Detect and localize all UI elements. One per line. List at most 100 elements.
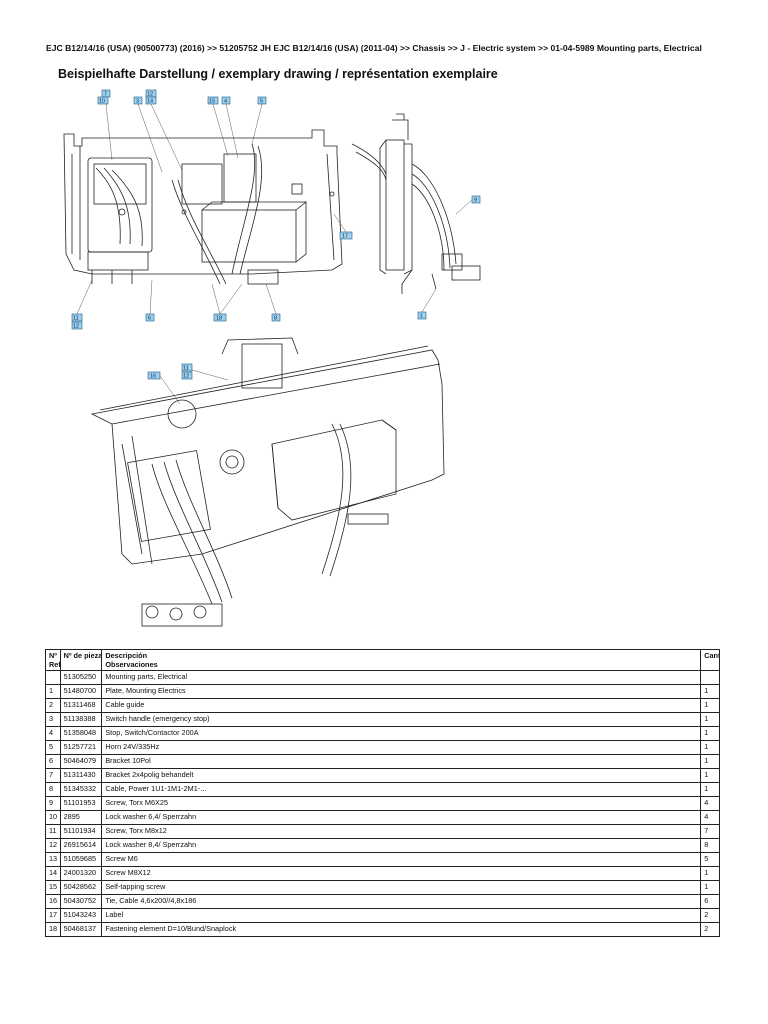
- cell-desc: Screw, Torx M8x12: [101, 824, 702, 839]
- cell-part: 51480700: [59, 684, 103, 699]
- cell-part: 51257721: [59, 740, 103, 755]
- svg-text:1: 1: [420, 314, 423, 320]
- table-header-row: NºRef. Nº de pieza DescripciónObservacio…: [45, 649, 720, 671]
- side-view: [351, 113, 481, 294]
- cell-part: 26915614: [59, 838, 103, 853]
- cell-desc: Horn 24V/335Hz: [101, 740, 702, 755]
- cell-qty: 1: [700, 740, 720, 755]
- cell-ref: 6: [45, 754, 61, 769]
- cell-part: 24001320: [59, 866, 103, 881]
- callout-12-front: 12: [71, 321, 83, 330]
- cell-qty: 6: [700, 894, 720, 909]
- svg-text:6: 6: [148, 316, 151, 322]
- cell-qty: 5: [700, 852, 720, 867]
- svg-text:17: 17: [342, 234, 348, 240]
- cell-desc: Screw M6: [101, 852, 702, 867]
- callout-11-front: 11: [71, 313, 83, 322]
- cell-qty: 7: [700, 824, 720, 839]
- callout-3: 3: [133, 96, 143, 105]
- cell-desc: Lock washer 6,4/ Sperrzahn: [101, 810, 702, 825]
- cell-qty: 1: [700, 698, 720, 713]
- svg-text:18: 18: [216, 316, 222, 322]
- cell-desc: Bracket 10Pol: [101, 754, 702, 769]
- callout-16: 16: [147, 371, 161, 380]
- drawing-svg: 7 10 3 12 14 15 4 5 9 17 11 12 6 18 8 1 …: [63, 89, 481, 627]
- cell-ref: 8: [45, 782, 61, 797]
- cell-desc: Cable guide: [101, 698, 702, 713]
- cell-ref: 3: [45, 712, 61, 727]
- svg-text:8: 8: [274, 316, 277, 322]
- cell-ref: 13: [45, 852, 61, 867]
- svg-text:11: 11: [73, 316, 79, 322]
- cell-part: 51138388: [59, 712, 103, 727]
- perspective-view: [90, 337, 445, 627]
- drawing-title: Beispielhafte Darstellung / exemplary dr…: [58, 67, 498, 81]
- cell-ref: 17: [45, 908, 61, 923]
- cell-ref: [45, 670, 61, 685]
- cell-ref: 1: [45, 684, 61, 699]
- svg-text:9: 9: [474, 198, 477, 204]
- cell-part: 2895: [59, 810, 103, 825]
- header-ref: NºRef.: [45, 649, 61, 671]
- cell-qty: 1: [700, 768, 720, 783]
- svg-text:14: 14: [147, 99, 153, 105]
- cell-qty: 1: [700, 726, 720, 741]
- svg-text:10: 10: [99, 99, 105, 105]
- callout-12: 12: [145, 89, 157, 98]
- cell-part: 50428562: [59, 880, 103, 895]
- cell-qty: 1: [700, 712, 720, 727]
- cell-ref: 16: [45, 894, 61, 909]
- header-quantity: Cant.: [700, 649, 720, 671]
- callout-9: 9: [471, 195, 481, 204]
- cell-desc: Bracket 2x4polig behandelt: [101, 768, 702, 783]
- callout-6: 6: [145, 313, 155, 322]
- cell-ref: 2: [45, 698, 61, 713]
- cell-part: 51043243: [59, 908, 103, 923]
- callout-1: 1: [417, 311, 427, 320]
- cell-desc: Plate, Mounting Electrics: [101, 684, 702, 699]
- svg-text:7: 7: [104, 92, 107, 98]
- cell-ref: 14: [45, 866, 61, 881]
- callout-17: 17: [339, 231, 353, 240]
- cell-qty: 1: [700, 684, 720, 699]
- cell-desc: Mounting parts, Electrical: [101, 670, 702, 685]
- cell-qty: 1: [700, 866, 720, 881]
- cell-ref: 18: [45, 922, 61, 937]
- cell-desc: Stop, Switch/Contactor 200A: [101, 726, 702, 741]
- cell-part: 51101953: [59, 796, 103, 811]
- header-part-number: Nº de pieza: [59, 649, 103, 671]
- svg-text:16: 16: [150, 374, 156, 380]
- cell-part: 50464079: [59, 754, 103, 769]
- cell-desc: Screw, Torx M6X25: [101, 796, 702, 811]
- front-view: [63, 129, 343, 285]
- cell-part: 51311430: [59, 768, 103, 783]
- cell-qty: 1: [700, 754, 720, 769]
- svg-text:5: 5: [260, 99, 263, 105]
- callout-5: 5: [257, 96, 267, 105]
- callout-10: 10: [97, 96, 109, 105]
- callout-12-persp: 12: [181, 371, 193, 380]
- callout-11-persp: 11: [181, 363, 193, 372]
- cell-qty: 4: [700, 796, 720, 811]
- cell-ref: 10: [45, 810, 61, 825]
- cell-desc: Screw M8X12: [101, 866, 702, 881]
- cell-ref: 5: [45, 740, 61, 755]
- cell-ref: 4: [45, 726, 61, 741]
- cell-part: 51358048: [59, 726, 103, 741]
